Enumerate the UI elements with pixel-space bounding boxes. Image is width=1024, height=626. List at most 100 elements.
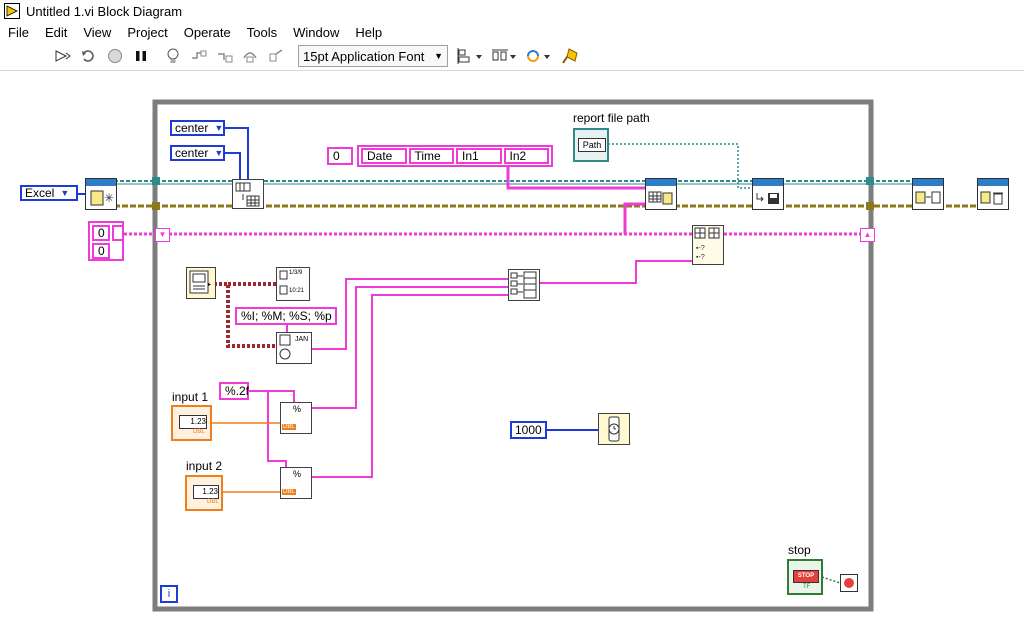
input1-label: input 1 — [172, 390, 209, 404]
clock-format-icon — [279, 334, 291, 360]
number-format-string[interactable]: %.2f — [219, 382, 249, 400]
format-into-string-node-2[interactable]: % DBL — [280, 467, 312, 499]
header-date[interactable]: Date — [361, 148, 407, 164]
input1-control[interactable]: 1.23 DBL — [171, 405, 212, 441]
pause-icon[interactable] — [130, 45, 152, 67]
excel-ring-constant[interactable]: Excel ▼ — [20, 185, 78, 201]
menu-window[interactable]: Window — [293, 24, 340, 40]
save-report-subvi[interactable] — [752, 178, 784, 210]
menu-file[interactable]: File — [8, 24, 29, 40]
wristwatch-icon — [608, 416, 620, 442]
cluster-row-index[interactable]: 0 — [92, 225, 110, 241]
window-title: Untitled 1.vi Block Diagram — [26, 3, 183, 19]
chevron-down-icon: ▼ — [434, 51, 443, 61]
run-continuous-icon[interactable] — [78, 45, 100, 67]
font-selector-value: 15pt Application Font — [303, 48, 425, 64]
svg-text:▪-?: ▪-? — [696, 254, 705, 261]
stop-if-true-icon — [844, 578, 854, 588]
cluster-element[interactable] — [112, 225, 124, 241]
center-ring-2[interactable]: center ▼ — [170, 145, 225, 161]
clock-icon: ▸ — [189, 270, 211, 294]
fmt1-dbl: DBL — [282, 424, 296, 430]
new-report-subvi[interactable]: ✳ — [85, 178, 117, 210]
svg-text:▪-?: ▪-? — [696, 245, 705, 252]
row-col-cluster: 0 0 — [88, 221, 124, 261]
path-text: Path — [578, 138, 606, 152]
svg-text:✳: ✳ — [104, 191, 114, 205]
wait-ms-value: 1000 — [515, 423, 542, 437]
table-settings-node[interactable] — [232, 179, 264, 209]
stop-button-face: STOP — [793, 570, 819, 583]
format-datetime-string-node[interactable]: JAN — [276, 332, 312, 364]
excel-ring-value: Excel — [25, 186, 55, 200]
stop-button-control[interactable]: STOP TF — [787, 559, 823, 595]
calendar-icon — [279, 270, 288, 295]
header-array-index[interactable]: 0 — [327, 147, 353, 165]
abort-icon[interactable] — [104, 45, 126, 67]
print-report-subvi[interactable] — [912, 178, 944, 210]
dispose-report-subvi[interactable] — [977, 178, 1009, 210]
save-disk-icon — [756, 193, 779, 204]
menu-view[interactable]: View — [83, 24, 112, 40]
datetime-top-text: 1/3/9 — [289, 270, 303, 276]
font-selector[interactable]: 15pt Application Font ▼ — [298, 45, 448, 67]
align-objects-icon[interactable] — [456, 45, 486, 67]
menu-operate[interactable]: Operate — [183, 24, 231, 40]
shift-register-left[interactable]: ▼ — [155, 228, 170, 242]
array-replace-icon: ▪-? ▪-? — [694, 227, 720, 261]
menu-project[interactable]: Project — [127, 24, 168, 40]
step-out-icon[interactable] — [266, 45, 288, 67]
chevron-down-icon: ▼ — [214, 148, 224, 158]
center-ring-1[interactable]: center ▼ — [170, 120, 225, 136]
shift-register-right[interactable]: ▲ — [860, 228, 875, 242]
retain-wire-values-icon[interactable] — [188, 45, 210, 67]
input2-type: DBL — [207, 499, 219, 505]
wait-ms-constant[interactable]: 1000 — [510, 421, 547, 439]
header-array: Date Time In1 In2 — [357, 145, 553, 167]
menu-tools[interactable]: Tools — [246, 24, 278, 40]
report-file-path-control[interactable]: Path — [573, 128, 609, 162]
chevron-down-icon: ▼ — [214, 123, 224, 133]
report-to-printer-icon — [915, 191, 941, 204]
cleanup-diagram-icon[interactable] — [558, 45, 584, 67]
cluster-col-index[interactable]: 0 — [92, 243, 110, 259]
block-diagram-canvas[interactable]: Excel ▼ ✳ center ▼ center ▼ 0 Date Time … — [0, 71, 1024, 626]
menu-help[interactable]: Help — [355, 24, 383, 40]
input2-value: 1.23 — [193, 485, 219, 499]
trash-icon — [980, 191, 1003, 205]
menu-edit[interactable]: Edit — [44, 24, 68, 40]
report-path-label: report file path — [573, 111, 650, 125]
wait-ms-node[interactable] — [598, 413, 630, 445]
stop-tf: TF — [803, 584, 811, 590]
datetime-bot-text: 10:21 — [289, 288, 305, 294]
step-into-icon[interactable] — [214, 45, 236, 67]
distribute-objects-icon[interactable] — [490, 45, 520, 67]
get-date-time-node[interactable]: ▸ — [186, 267, 216, 299]
stop-label: stop — [788, 543, 811, 557]
header-time[interactable]: Time — [408, 148, 454, 164]
loop-condition-terminal[interactable] — [840, 574, 858, 592]
labview-app-icon — [4, 3, 20, 19]
time-format-string[interactable]: %I; %M; %S; %p — [235, 307, 337, 325]
step-over-icon[interactable] — [240, 45, 262, 67]
reorder-icon[interactable] — [524, 45, 554, 67]
header-in1[interactable]: In1 — [456, 148, 502, 164]
percent-text-1: % — [293, 404, 302, 414]
build-array-icon — [510, 271, 537, 299]
header-in2[interactable]: In2 — [503, 148, 549, 164]
append-table-subvi[interactable] — [645, 178, 677, 210]
format-date-time-node[interactable]: 1/3/9 10:21 — [276, 267, 310, 301]
menu-bar: File Edit View Project Operate Tools Win… — [0, 22, 1024, 42]
loop-iteration-terminal[interactable]: i — [160, 585, 178, 603]
build-array-node[interactable] — [508, 269, 540, 301]
svg-text:▸: ▸ — [208, 282, 211, 288]
replace-array-subset-node[interactable]: ▪-? ▪-? — [692, 225, 724, 265]
while-loop-frame — [152, 99, 874, 612]
input2-control[interactable]: 1.23 DBL — [185, 475, 223, 511]
header-array-index-value: 0 — [333, 149, 340, 163]
input1-value: 1.23 — [179, 415, 207, 429]
run-arrow-icon[interactable] — [52, 45, 74, 67]
format-into-string-node-1[interactable]: % DBL — [280, 402, 312, 434]
center-ring-2-value: center — [175, 146, 209, 160]
highlight-execution-icon[interactable] — [162, 45, 184, 67]
